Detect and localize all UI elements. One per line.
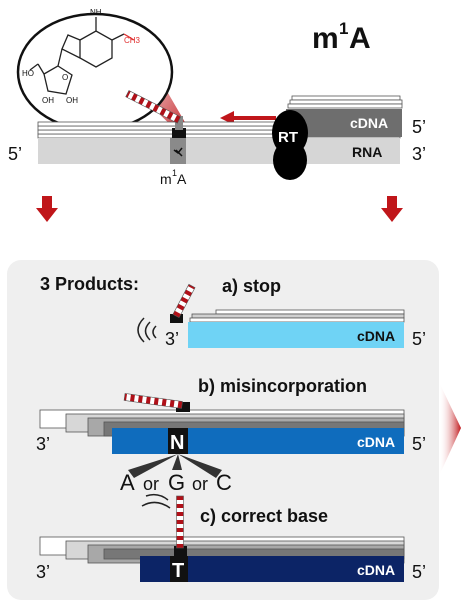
top-five-prime-right: 5’ [412, 117, 426, 137]
product-a-three-prime: 3’ [165, 329, 179, 349]
product-b-label: b) misincorporation [198, 376, 367, 396]
product-b-cdna-bar [112, 428, 404, 454]
product-c-three-prime: 3’ [36, 562, 50, 582]
title: m 1 A [312, 19, 371, 55]
alt-base-g: G [168, 470, 185, 495]
top-three-prime-right: 3’ [412, 144, 426, 164]
rt-enzyme: RT [272, 110, 308, 180]
molecule-inset: NH CH3 HO OH OH O [16, 8, 174, 132]
product-b-base: N [170, 432, 184, 454]
product-c-base: T [172, 560, 184, 582]
product-b-base-box [168, 428, 188, 454]
top-cdna-label: cDNA [350, 115, 388, 131]
product-a-five-prime: 5’ [412, 329, 426, 349]
sugar-oh-label-2: OH [66, 96, 78, 105]
purine-structure [29, 17, 125, 95]
product-a-cdna-bar [188, 322, 404, 348]
down-arrow-left [36, 196, 58, 222]
ray-to-a [128, 454, 178, 478]
down-arrow-right [381, 196, 403, 222]
product-a: a) stop cDNA 3’ 5’ [137, 276, 426, 349]
rna-bar [38, 138, 400, 164]
alt-base-c: C [216, 470, 232, 495]
product-c-base-box [170, 556, 188, 582]
top-five-prime-left: 5’ [8, 144, 22, 164]
title-base: m [312, 22, 339, 55]
methyl-mark-icon [173, 147, 183, 157]
product-b-cdna-label: cDNA [357, 434, 395, 450]
title-sup: 1 [339, 19, 348, 38]
amine-label: NH [90, 8, 102, 17]
top-barrier [125, 90, 186, 138]
m1a-label: m 1 A [160, 168, 187, 187]
methyl-bond [123, 33, 135, 41]
ray-to-c [178, 454, 222, 478]
product-b-five-prime: 5’ [412, 434, 426, 454]
svg-text:A: A [177, 171, 187, 187]
methyl-label: CH3 [124, 36, 141, 45]
product-a-label: a) stop [222, 276, 281, 296]
rna-label: RNA [352, 144, 382, 160]
product-c-cdna-label: cDNA [357, 562, 395, 578]
product-c: c) correct base cDNA T 3’ 5’ [36, 493, 426, 582]
rt-label: RT [278, 129, 298, 146]
impact-lines-icon [137, 317, 157, 343]
svg-text:m: m [160, 171, 172, 187]
alt-base-a: A [120, 470, 135, 495]
product-c-five-prime: 5’ [412, 562, 426, 582]
alt-or-1: or [143, 474, 159, 494]
motion-lines-icon [141, 493, 171, 509]
sugar-o-label: O [62, 73, 68, 82]
product-b-three-prime: 3’ [36, 434, 50, 454]
sugar-ho-label: HO [22, 69, 34, 78]
alt-or-2: or [192, 474, 208, 494]
rt-direction-arrow [220, 111, 276, 125]
product-a-cdna-label: cDNA [357, 328, 395, 344]
product-c-label: c) correct base [200, 506, 328, 526]
side-gradient-arrow [439, 382, 461, 476]
sugar-oh-label-1: OH [42, 96, 54, 105]
ray-to-g [172, 454, 182, 470]
products-heading: 3 Products: [40, 274, 139, 294]
product-b: b) misincorporation cDNA N 3’ 5’ A or G … [36, 376, 426, 495]
title-tail: A [349, 22, 371, 55]
svg-text:1: 1 [172, 168, 177, 178]
